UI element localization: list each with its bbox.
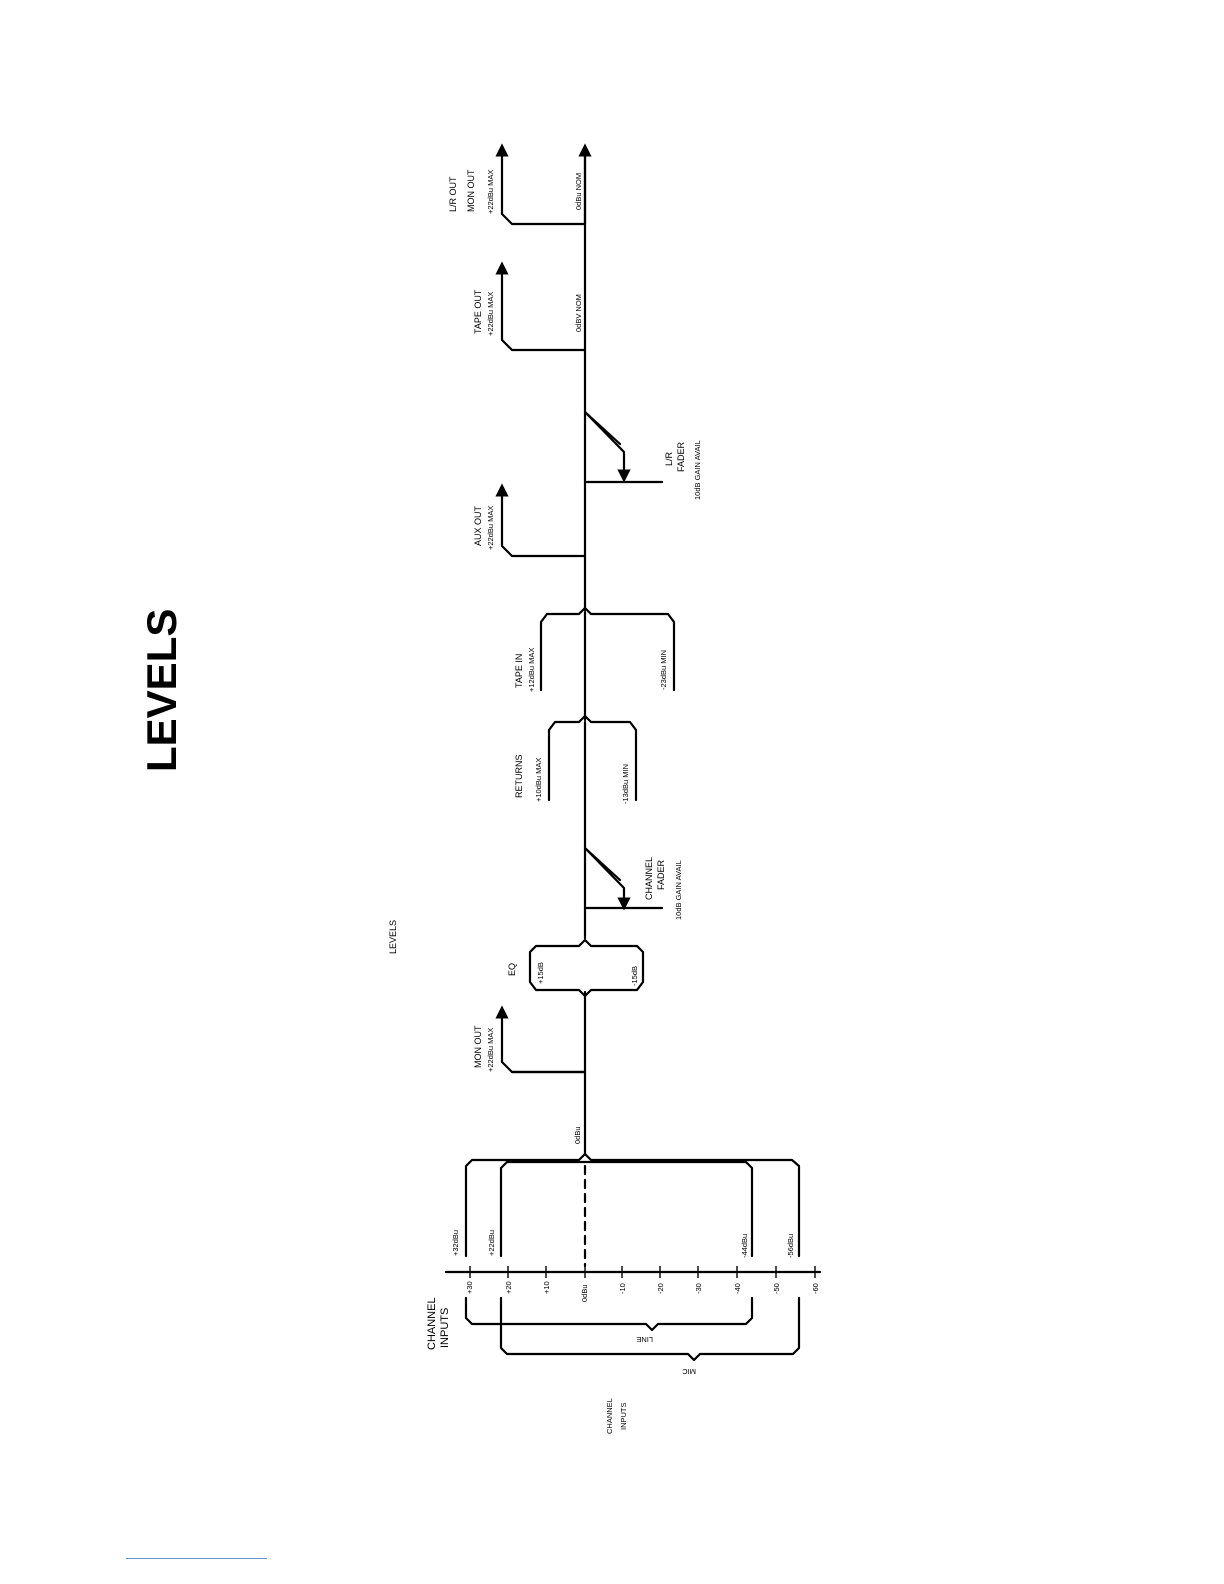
tick-label: -20 [656,1283,665,1294]
tape-out-name: TAPE OUT [473,289,483,334]
tick-label: -10 [618,1283,627,1294]
lr-fader-line1: L/R [664,451,674,466]
tape-out-max: +22dBu MAX [486,292,495,336]
lr-out-line1: L/R OUT [448,176,458,212]
diagram-subtitle: LEVELS [388,920,398,954]
scale-tick-labels: +30 +20 +10 0dBu -10 -20 -30 -40 -50 -60 [465,1281,820,1302]
tick-label: +20 [504,1281,513,1294]
lr-out-line2: MON OUT [466,169,476,212]
scale-axis [444,1266,822,1278]
tick-label: -40 [733,1283,742,1294]
lr-out-max: +22dBu MAX [486,170,495,214]
mic-max-label: +22dBu [487,1230,496,1256]
tick-label: -50 [772,1283,781,1294]
mon-out-1-name: MON OUT [473,1025,483,1068]
nominal-label: 0dBu [573,1126,582,1144]
eq-minus: -15dB [630,966,639,986]
tick-label: -30 [694,1283,703,1294]
mic-range-bracket [499,1296,801,1362]
aux-out-level: +22dBu MAX [486,506,495,550]
tape-in-min: -23dBu MIN [659,650,668,690]
channel-fader-line1: CHANNEL [644,857,654,900]
lr-out-nom: 0dBu NOM [574,173,583,210]
channel-inputs-bottom-label: CHANNEL [605,1398,614,1434]
lr-out-branch [495,143,587,226]
footer-rule [126,1558,267,1559]
mon-out-1-level: +22dBu MAX [486,1028,495,1072]
line-range-label: LINE [636,1335,653,1344]
tick-label: +10 [542,1281,551,1294]
tape-in-max: +12dBu MAX [527,648,536,692]
tick-label: 0dBu [580,1284,589,1302]
tape-in-bracket [539,606,676,692]
channel-inputs-label: CHANNEL [426,1297,438,1350]
channel-inputs-bottom-label: INPUTS [619,1402,628,1430]
aux-out-name: AUX OUT [473,505,483,546]
returns-name: RETURNS [514,754,524,798]
mic-range-label: MIC [682,1367,696,1376]
signal-path [583,152,622,1156]
returns-max: +10dBu MAX [534,758,543,802]
returns-bracket [547,714,638,802]
aux-out-branch [495,483,587,558]
input-range-brackets [464,1152,801,1268]
line-max-label: +32dBu [451,1230,460,1256]
channel-inputs-label: INPUTS [439,1308,451,1348]
returns-min: -13dBu MIN [621,764,630,804]
page-title: LEVELS [138,609,185,772]
tick-label: -60 [811,1283,820,1294]
lr-fader-gain: 10dB GAIN AVAIL [693,440,702,500]
lr-fader-line2: FADER [676,441,686,472]
channel-fader-line2: FADER [656,859,666,890]
line-min-label: -44dBu [740,1234,749,1258]
mon-out-1-branch [495,1005,587,1074]
eq-name: EQ [507,963,517,976]
tape-out-branch [495,261,587,352]
tape-out-nom: 0dBV NOM [574,294,583,332]
tick-label: +30 [465,1281,474,1294]
channel-fader-arrow [583,846,631,911]
eq-box [528,938,645,998]
tape-in-name: TAPE IN [514,654,524,688]
eq-plus: +15dB [536,962,545,984]
line-range-bracket [464,1296,754,1332]
mic-min-label: -56dBu [786,1234,795,1258]
lr-fader-arrow [583,410,631,483]
channel-fader-gain: 10dB GAIN AVAIL [674,860,683,920]
